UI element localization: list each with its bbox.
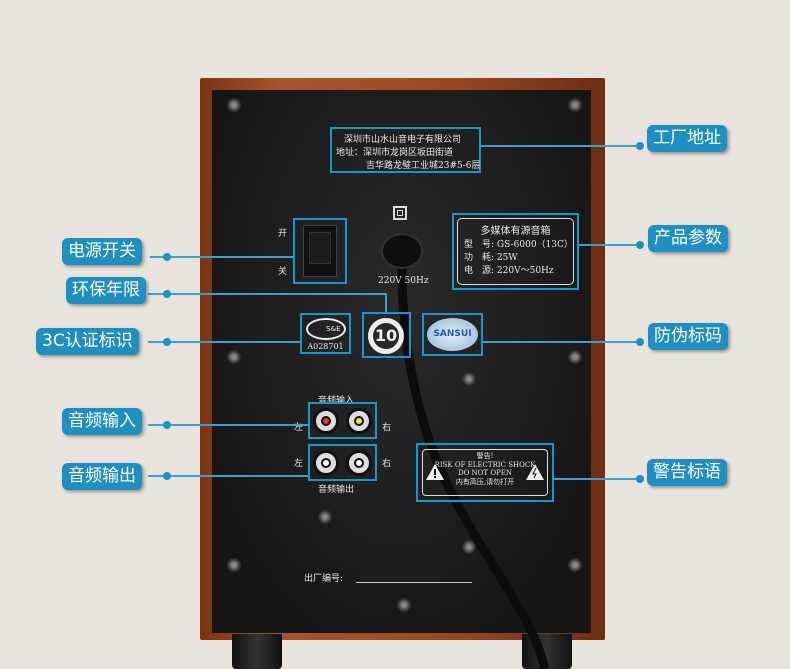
supply-value: 220V～50Hz	[496, 266, 554, 276]
connector-dot	[163, 290, 171, 298]
connector-dot	[163, 338, 171, 346]
audio-input-box	[308, 402, 377, 439]
cert-code: A028701	[307, 342, 344, 351]
factory-address-box: 深圳市山水山音电子有限公司 地址：深圳市龙岗区坂田街道 吉华路龙璧工业城23#5…	[330, 127, 481, 173]
address-line: 地址：深圳市龙岗区坂田街道	[336, 148, 454, 158]
warning-line: RISK OF ELECTRIC SHOCK	[434, 461, 536, 469]
warning-title: 警告!	[476, 452, 494, 460]
switch-on-label: 开	[278, 229, 288, 239]
audio-out-right-jack[interactable]	[345, 449, 372, 476]
connector-line	[148, 424, 308, 426]
audio-in-right-jack[interactable]	[345, 407, 372, 434]
callout-eco-period: 环保年限	[66, 277, 146, 304]
connector-line	[148, 475, 308, 477]
callout-product-spec: 产品参数	[648, 225, 728, 252]
serial-number-label: 出厂编号:	[304, 574, 344, 584]
connector-line	[150, 256, 293, 258]
connector-dot	[163, 472, 171, 480]
ccc-logo: S&E	[305, 318, 346, 340]
connector-dot	[636, 338, 644, 346]
warning-line: DO NOT OPEN	[457, 469, 513, 477]
screw	[227, 98, 241, 112]
callout-3c-cert: 3C认证标识	[36, 328, 139, 355]
warning-label-box: 警告! RISK OF ELECTRIC SHOCK DO NOT OPEN 内…	[416, 443, 554, 502]
connector-line	[481, 145, 641, 147]
switch-off-label: 关	[278, 267, 288, 277]
callout-audio-input: 音频输入	[62, 408, 142, 435]
rear-panel	[212, 90, 591, 633]
product-spec-box: 多媒体有源音箱 型 号: GS-6000（13C） 功 耗: 25W 电 源: …	[452, 213, 579, 290]
right-label: 右	[382, 459, 392, 469]
connector-line	[579, 244, 641, 246]
lightning-triangle-icon	[526, 464, 544, 480]
anti-counterfeit-box: SANSUI	[422, 313, 483, 356]
eco-period-logo: 10	[368, 318, 404, 354]
spec-title: 多媒体有源音箱	[480, 226, 551, 237]
screw	[462, 540, 476, 554]
3c-cert-box: S&E A028701	[300, 313, 351, 354]
connector-dot	[636, 142, 644, 150]
audio-out-title: 音频输出	[318, 485, 355, 495]
power-switch-box	[293, 218, 347, 284]
right-label: 右	[382, 423, 392, 433]
class2-double-square-icon	[393, 206, 407, 220]
callout-warning: 警告标语	[647, 459, 727, 486]
power-inlet	[381, 233, 423, 269]
callout-factory-address: 工厂地址	[647, 125, 727, 152]
audio-out-left-jack[interactable]	[313, 449, 340, 476]
callout-power-switch: 电源开关	[62, 238, 142, 265]
connector-line	[148, 341, 300, 343]
sansui-hologram-sticker: SANSUI	[427, 318, 478, 351]
power-cord	[397, 249, 550, 669]
connector-dot	[636, 475, 644, 483]
model-value: GS-6000（13C）	[496, 240, 573, 250]
connector-line	[385, 293, 387, 312]
callout-anti-counterfeit: 防伪标码	[648, 323, 728, 350]
address-line: 吉华路龙璧工业城23#5-6层	[366, 161, 481, 171]
model-label: 型 号:	[464, 240, 495, 250]
screw	[568, 98, 582, 112]
callout-audio-output: 音频输出	[62, 463, 142, 490]
screw	[227, 558, 241, 572]
connector-line	[483, 341, 641, 343]
left-label: 左	[294, 423, 304, 433]
power-label: 功 耗:	[464, 253, 495, 263]
audio-output-box	[308, 444, 377, 481]
screw	[568, 558, 582, 572]
serial-number-line	[356, 582, 472, 583]
audio-in-left-jack[interactable]	[313, 407, 340, 434]
exclamation-triangle-icon	[426, 464, 444, 480]
screw	[227, 350, 241, 364]
speaker-foot	[232, 634, 282, 669]
connector-line	[148, 293, 386, 295]
eco-period-box: 10	[362, 312, 411, 358]
power-value: 25W	[496, 253, 518, 263]
warning-line: 内有高压,请勿打开	[455, 478, 515, 486]
supply-label: 电 源:	[464, 266, 495, 276]
power-rating-text: 220V 50Hz	[378, 276, 429, 286]
connector-dot	[636, 241, 644, 249]
audio-in-title: 音频输入	[318, 396, 355, 406]
connector-dot	[163, 253, 171, 261]
company-name: 深圳市山水山音电子有限公司	[344, 135, 462, 145]
screw	[568, 350, 582, 364]
power-switch[interactable]	[303, 225, 337, 277]
screw	[462, 372, 476, 386]
left-label: 左	[294, 459, 304, 469]
connector-line	[554, 478, 641, 480]
screw	[397, 598, 411, 612]
connector-dot	[163, 421, 171, 429]
screw	[318, 510, 332, 524]
